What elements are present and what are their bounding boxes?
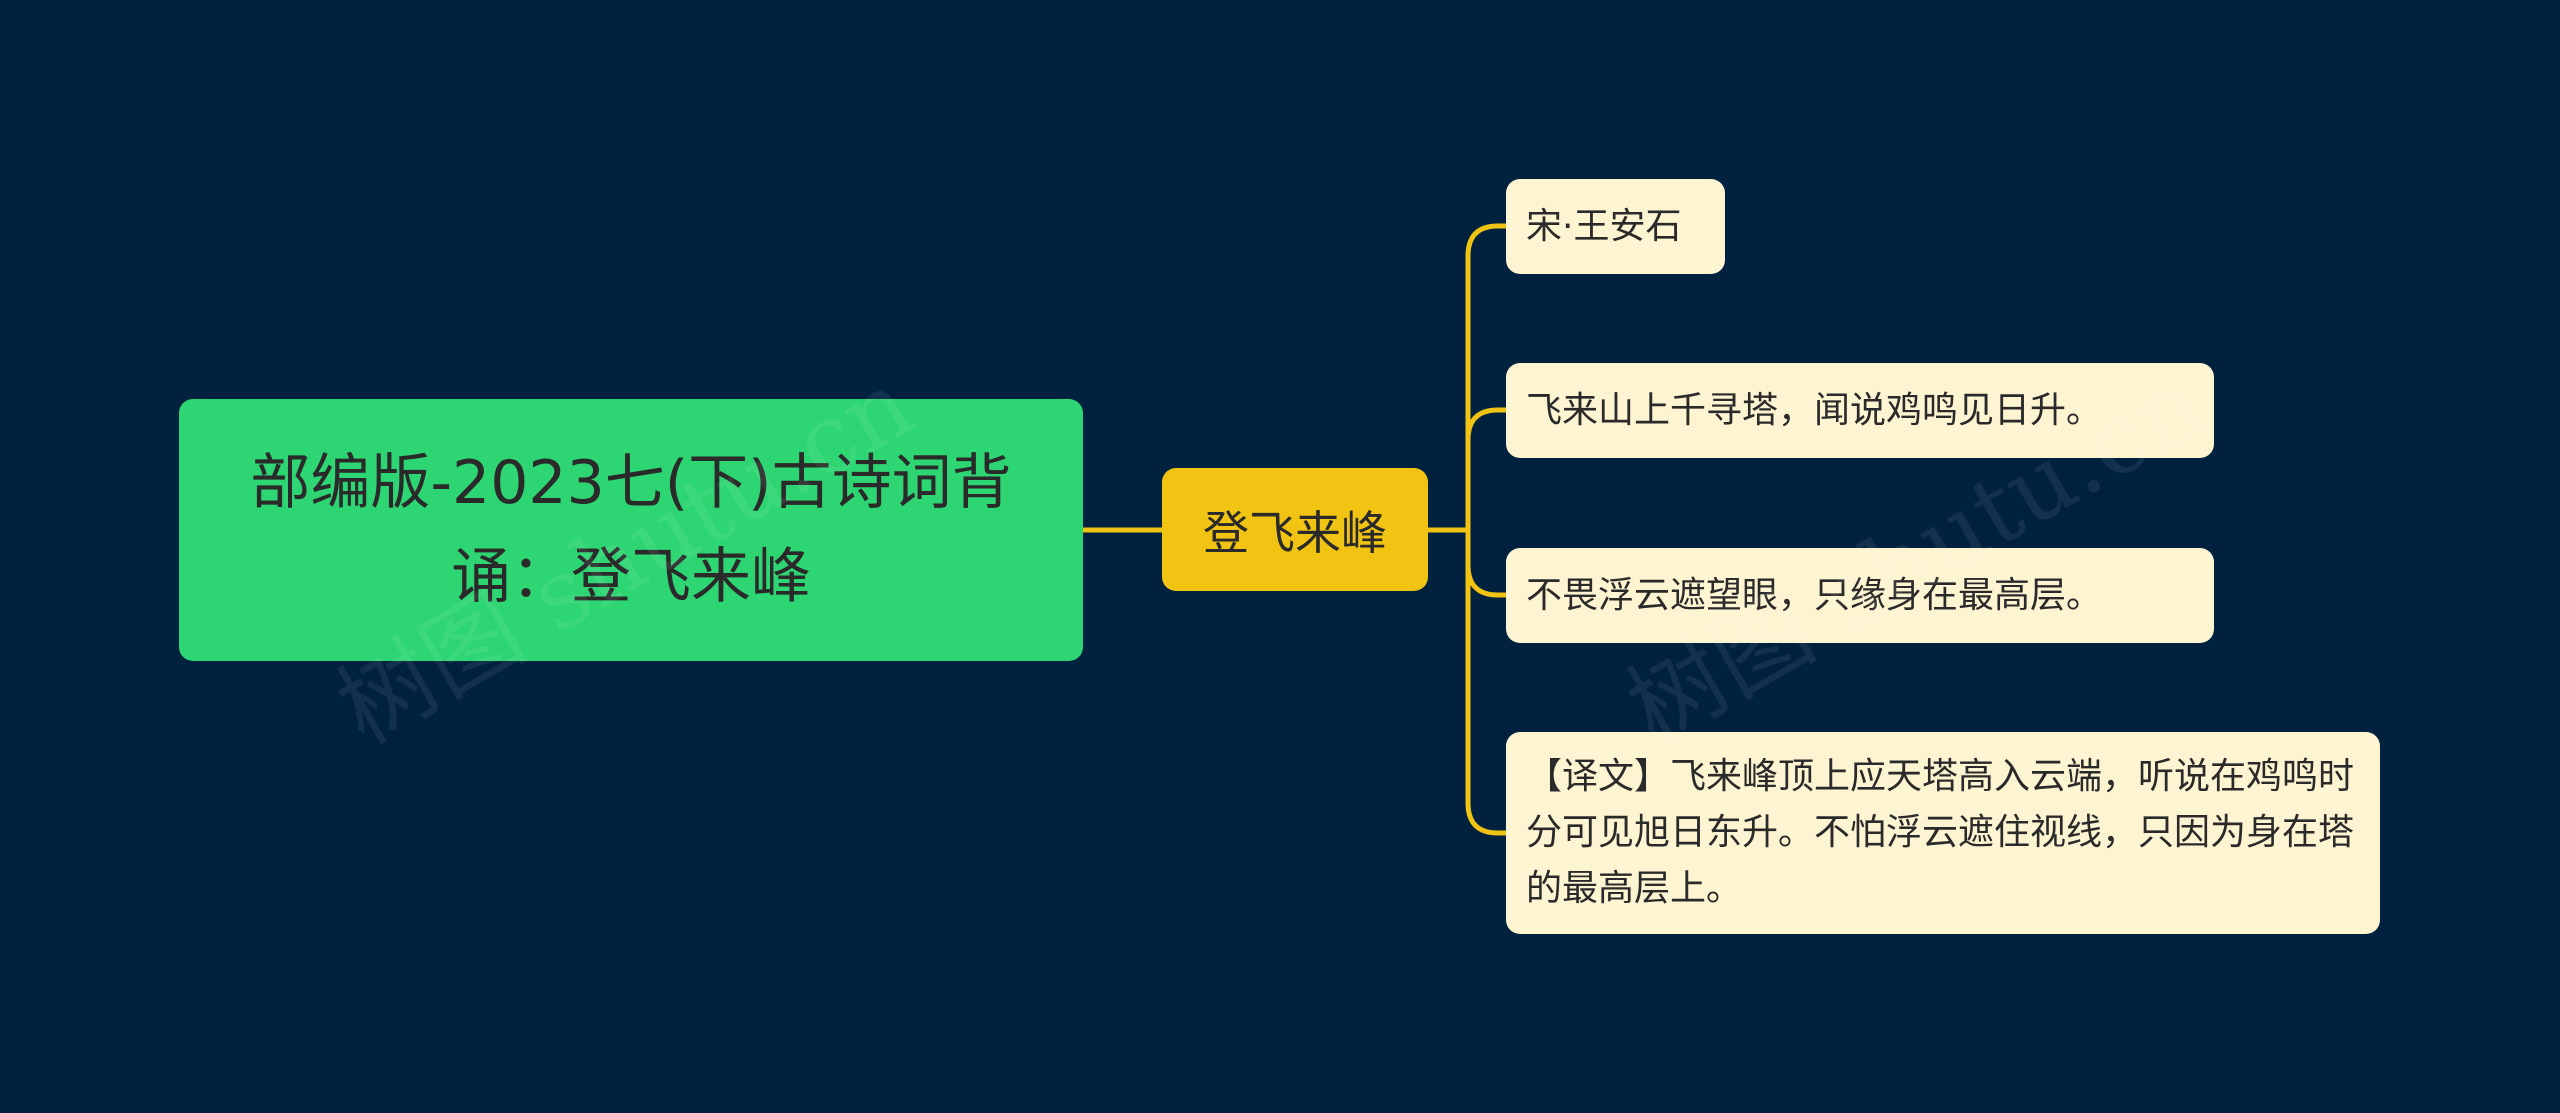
leaf-node-text: 宋·王安石 <box>1526 205 1682 247</box>
connector-branch-3 <box>1465 530 1506 836</box>
leaf-node-line-2[interactable]: 不畏浮云遮望眼，只缘身在最高层。 <box>1506 548 2214 643</box>
leaf-node-text: 飞来山上千寻塔，闻说鸡鸣见日升。 <box>1526 389 2103 431</box>
leaf-node-translation[interactable]: 【译文】飞来峰顶上应天塔高入云端，听说在鸡鸣时分可见旭日东升。不怕浮云遮住视线，… <box>1506 732 2380 934</box>
root-node[interactable]: 部编版-2023七(下)古诗词背诵：登飞来峰 <box>179 399 1083 661</box>
leaf-node-text: 【译文】飞来峰顶上应天塔高入云端，听说在鸡鸣时分可见旭日东升。不怕浮云遮住视线，… <box>1526 756 2355 909</box>
root-node-text: 部编版-2023七(下)古诗词背诵：登飞来峰 <box>250 448 1012 612</box>
leaf-node-author[interactable]: 宋·王安石 <box>1506 179 1725 274</box>
leaf-node-text: 不畏浮云遮望眼，只缘身在最高层。 <box>1526 574 2103 616</box>
connector-branch-2 <box>1465 530 1506 598</box>
topic-node[interactable]: 登飞来峰 <box>1162 468 1428 591</box>
leaf-node-line-1[interactable]: 飞来山上千寻塔，闻说鸡鸣见日升。 <box>1506 363 2214 458</box>
connector-branch-1 <box>1465 407 1506 530</box>
topic-node-text: 登飞来峰 <box>1203 505 1387 560</box>
connector-branch-0 <box>1465 223 1506 530</box>
